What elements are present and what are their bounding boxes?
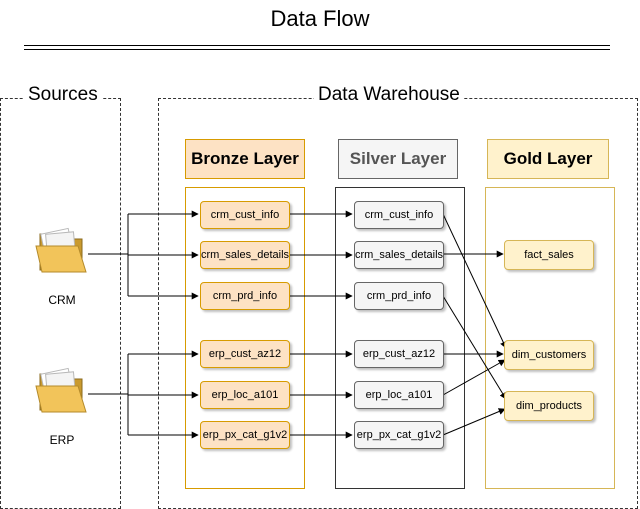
bronze-table-crm-prd-info[interactable]: crm_prd_info [200,282,290,310]
crm-source[interactable]: CRM [32,226,92,307]
arrow-silver-px-to-dim-products [442,408,506,436]
page-title: Data Flow [270,6,370,31]
gold-layer-column [485,187,615,489]
silver-table-erp-loc-a101[interactable]: erp_loc_a101 [354,381,444,409]
folder-icon [35,227,87,273]
sources-zone-label: Sources [24,84,102,106]
crm-source-label: CRM [48,293,76,307]
folder-icon [35,367,87,413]
arrow-silver-loc-to-dim-customers [442,359,506,396]
gold-table-dim-products[interactable]: dim_products [504,391,594,421]
silver-layer-header: Silver Layer [338,139,458,179]
bronze-table-crm-cust-info[interactable]: crm_cust_info [200,201,290,229]
erp-source[interactable]: ERP [32,366,92,447]
bronze-table-erp-loc-a101[interactable]: erp_loc_a101 [200,381,290,409]
silver-table-erp-px-cat-g1v2[interactable]: erp_px_cat_g1v2 [354,421,444,449]
arrow-silver-cust-to-dim-customers [442,213,507,349]
bronze-table-crm-sales-details[interactable]: crm_sales_details [200,241,290,269]
silver-table-crm-sales-details[interactable]: crm_sales_details [354,241,444,269]
bronze-table-erp-cust-az12[interactable]: erp_cust_az12 [200,340,290,368]
gold-table-dim-customers[interactable]: dim_customers [504,340,594,370]
silver-table-erp-cust-az12[interactable]: erp_cust_az12 [354,340,444,368]
arrow-silver-prd-to-dim-products [442,295,507,400]
erp-source-label: ERP [49,433,75,447]
bronze-table-erp-px-cat-g1v2[interactable]: erp_px_cat_g1v2 [200,421,290,449]
gold-layer-header: Gold Layer [487,139,609,179]
warehouse-zone-label: Data Warehouse [314,84,464,106]
title-divider [24,45,610,50]
bronze-layer-column [185,187,305,489]
silver-layer-column [335,187,465,489]
bronze-layer-header: Bronze Layer [185,139,305,179]
silver-table-crm-prd-info[interactable]: crm_prd_info [354,282,444,310]
gold-table-fact-sales[interactable]: fact_sales [504,240,594,270]
silver-table-crm-cust-info[interactable]: crm_cust_info [354,201,444,229]
